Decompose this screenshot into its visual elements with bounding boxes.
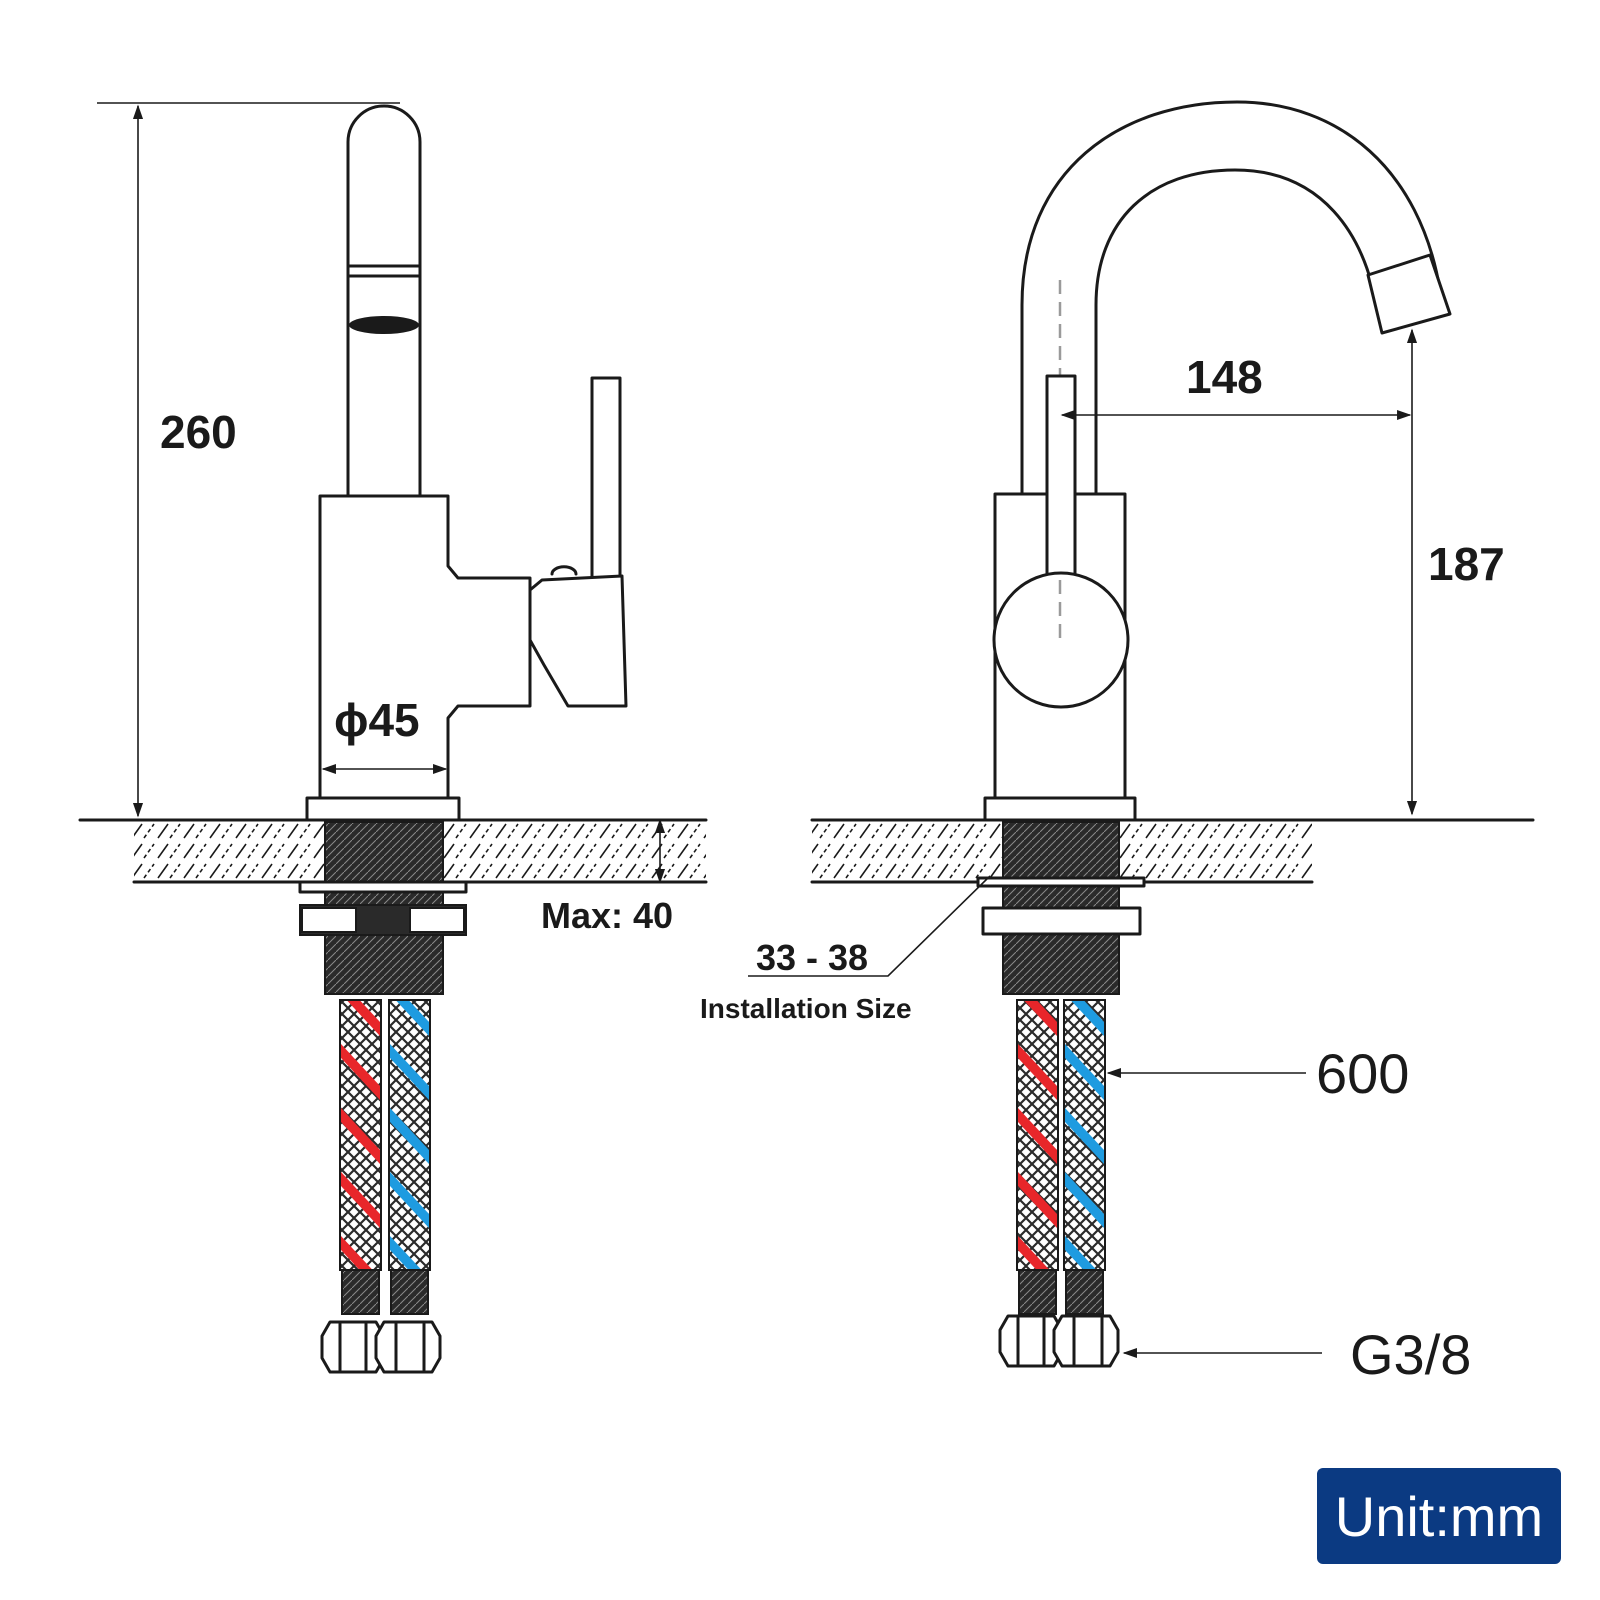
hose-stripe (1065, 1236, 1096, 1269)
aerator-ring-left (346, 264, 422, 278)
faucet-body-left (318, 494, 532, 802)
unit-badge: Unit:mm (1317, 1468, 1561, 1564)
base-flange-right (983, 796, 1137, 822)
hose-stripe (390, 1044, 429, 1100)
installation-size-label: Installation Size (700, 993, 912, 1024)
hose-stripe (1065, 1044, 1104, 1100)
unit-badge-label: Unit:mm (1335, 1485, 1543, 1548)
handle-pin-left (550, 565, 578, 576)
hex-nut-right-hot (998, 1314, 1064, 1368)
spout-reach-label: 148 (1186, 351, 1263, 403)
max-thickness-label: Max: 40 (541, 895, 673, 936)
hose-stripe (1018, 1108, 1057, 1164)
height-total-label: 260 (160, 406, 237, 458)
hose-stripe (1065, 1108, 1104, 1164)
nut-face-left-a (301, 907, 357, 933)
hex-nut-right-cold (1052, 1314, 1120, 1368)
hex-nut-left-cold (374, 1320, 442, 1374)
hose-stripe (1024, 1001, 1057, 1036)
hose-stripe (390, 1108, 429, 1164)
hose-stripe-group (341, 1001, 380, 1269)
hose-stripe (1018, 1172, 1057, 1228)
hose-stripe (341, 1108, 380, 1164)
hose-stripe (341, 1172, 380, 1228)
washer-right (976, 876, 1146, 888)
hose-stripes-right (1018, 1001, 1104, 1269)
hose-stripe (396, 1001, 429, 1036)
hose-stripe (1065, 1172, 1104, 1228)
hose-stripe-group (390, 1001, 429, 1269)
hose-stripe (347, 1001, 380, 1036)
spout-height-label: 187 (1428, 538, 1505, 590)
hose-stripe-group (1065, 1001, 1104, 1269)
thread-label: G3/8 (1350, 1323, 1471, 1386)
countertop-right (810, 818, 1535, 884)
handle-lever-left (590, 376, 622, 580)
hose-stripe-group (1018, 1001, 1057, 1269)
nut-face-left-b (409, 907, 465, 933)
base-flange-left (305, 796, 461, 822)
spout-tube-left (346, 104, 422, 499)
hose-stripe (1018, 1236, 1049, 1269)
aerator-outlet-left (349, 316, 419, 334)
hose-length-label: 600 (1316, 1042, 1409, 1105)
unit-badge-background (1317, 1468, 1561, 1564)
side-view: 260 ϕ45 Max: 40 (78, 102, 708, 1374)
hose-stripe (1018, 1044, 1057, 1100)
installation-leader-line (748, 875, 991, 977)
handle-disc-right (992, 571, 1130, 709)
hose-stripe (341, 1236, 372, 1269)
mounting-nut-right (981, 906, 1142, 936)
diameter-label: ϕ45 (334, 694, 420, 746)
hose-crimp-left-hot (341, 1269, 380, 1315)
hose-stripe (390, 1236, 421, 1269)
hose-stripe (1071, 1001, 1104, 1036)
handle-cap-left (528, 574, 628, 708)
hose-stripe (341, 1044, 380, 1100)
hose-crimp-left-cold (390, 1269, 429, 1315)
hose-crimp-right-cold (1065, 1269, 1104, 1315)
hose-stripes-left (341, 1001, 429, 1269)
installation-range-label: 33 - 38 (756, 937, 868, 978)
hose-stripe (390, 1172, 429, 1228)
hose-crimp-right-hot (1018, 1269, 1057, 1315)
front-view: 148 187 33 - 38 Installation Size 600 G3… (700, 100, 1535, 1386)
washer-left (298, 880, 468, 894)
hex-nut-left-hot (320, 1320, 386, 1374)
gooseneck-tip (1366, 253, 1452, 335)
